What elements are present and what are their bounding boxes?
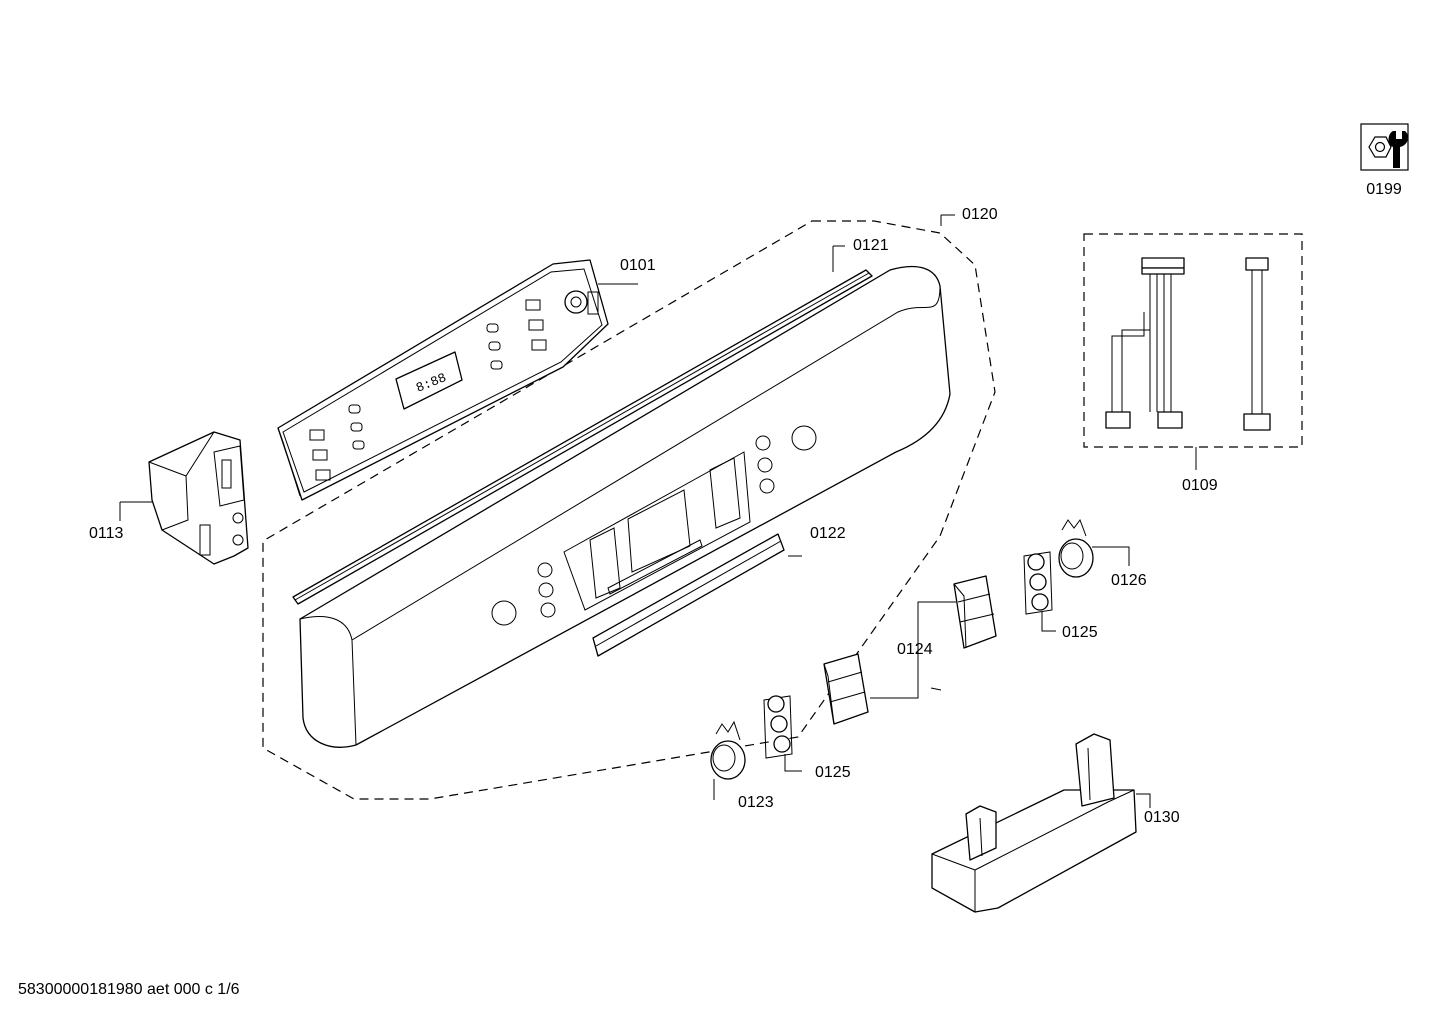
cable-harness-0109[interactable] bbox=[1105, 257, 1271, 431]
button-set-0125-right[interactable] bbox=[1023, 551, 1053, 615]
button-carrier-0124-right[interactable] bbox=[953, 575, 997, 649]
part-label-0125-right: 0125 bbox=[1062, 624, 1098, 641]
part-label-0125-left: 0125 bbox=[815, 764, 851, 781]
wrench-nut-icon[interactable] bbox=[1360, 123, 1409, 171]
part-label-0199: 0199 bbox=[1366, 181, 1402, 198]
button-set-0125-left[interactable] bbox=[763, 695, 793, 759]
assembly-group-outline bbox=[262, 220, 996, 800]
part-label-0126: 0126 bbox=[1111, 572, 1147, 589]
electronic-module-0101[interactable]: 8:88 bbox=[277, 259, 609, 501]
control-fascia-0120[interactable] bbox=[299, 265, 951, 748]
base-bracket-0130[interactable] bbox=[931, 733, 1137, 913]
seal-strip-0121[interactable] bbox=[292, 269, 873, 605]
part-label-0124: 0124 bbox=[897, 641, 933, 658]
part-label-0113: 0113 bbox=[89, 525, 124, 542]
display-cover-0122[interactable] bbox=[592, 533, 785, 657]
side-bracket-0113[interactable] bbox=[148, 431, 249, 565]
part-label-0121: 0121 bbox=[853, 237, 889, 254]
part-label-0120: 0120 bbox=[962, 206, 998, 223]
button-carrier-0124-left[interactable] bbox=[823, 653, 869, 725]
part-label-0130: 0130 bbox=[1144, 809, 1180, 826]
document-id: 58300000181980 aet 000 c 1/6 bbox=[18, 981, 240, 998]
cable-harness-group bbox=[1083, 233, 1303, 448]
part-label-0122: 0122 bbox=[810, 525, 846, 542]
part-label-0101: 0101 bbox=[620, 257, 656, 274]
knob-0123[interactable] bbox=[710, 720, 746, 780]
knob-0126[interactable] bbox=[1058, 518, 1094, 578]
part-label-0123: 0123 bbox=[738, 794, 774, 811]
part-label-0109: 0109 bbox=[1182, 477, 1218, 494]
